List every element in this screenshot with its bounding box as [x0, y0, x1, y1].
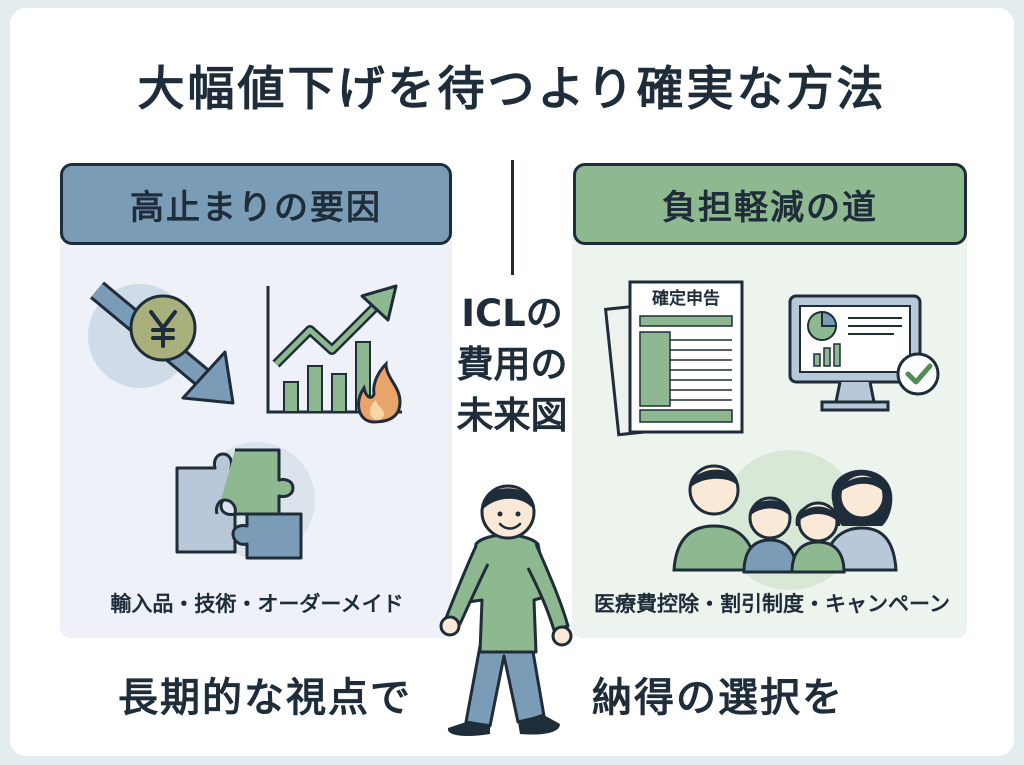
monitor-check-icon: [788, 294, 940, 412]
tax-return-document-icon: 確定申告: [603, 280, 744, 437]
walking-man-icon: [439, 484, 573, 736]
left-panel-caption: 輸入品・技術・オーダーメイド: [110, 592, 404, 616]
right-panel-caption: 医療費控除・割引制度・キャンペーン: [594, 592, 950, 616]
left-panel-heading: 高止まりの要因: [60, 163, 452, 245]
center-label-line-3: 未来図: [456, 394, 568, 437]
yen-down-icon: [88, 281, 235, 405]
center-label: ICLの 費用の 未来図: [445, 288, 579, 441]
page-title: 大幅値下げを待つより確実な方法: [137, 62, 887, 117]
center-divider: [511, 160, 514, 275]
center-label-line-2: 費用の: [456, 343, 568, 386]
document-title: 確定申告: [652, 288, 720, 309]
bottom-text-right: 納得の選択を: [592, 675, 844, 721]
center-label-line-1: ICLの: [461, 292, 563, 335]
bottom-text-left: 長期的な視点で: [118, 675, 412, 721]
rising-chart-fire-icon: [266, 284, 402, 424]
right-panel-heading: 負担軽減の道: [573, 163, 967, 245]
puzzle-icon: [175, 442, 315, 560]
family-icon: [672, 450, 898, 590]
